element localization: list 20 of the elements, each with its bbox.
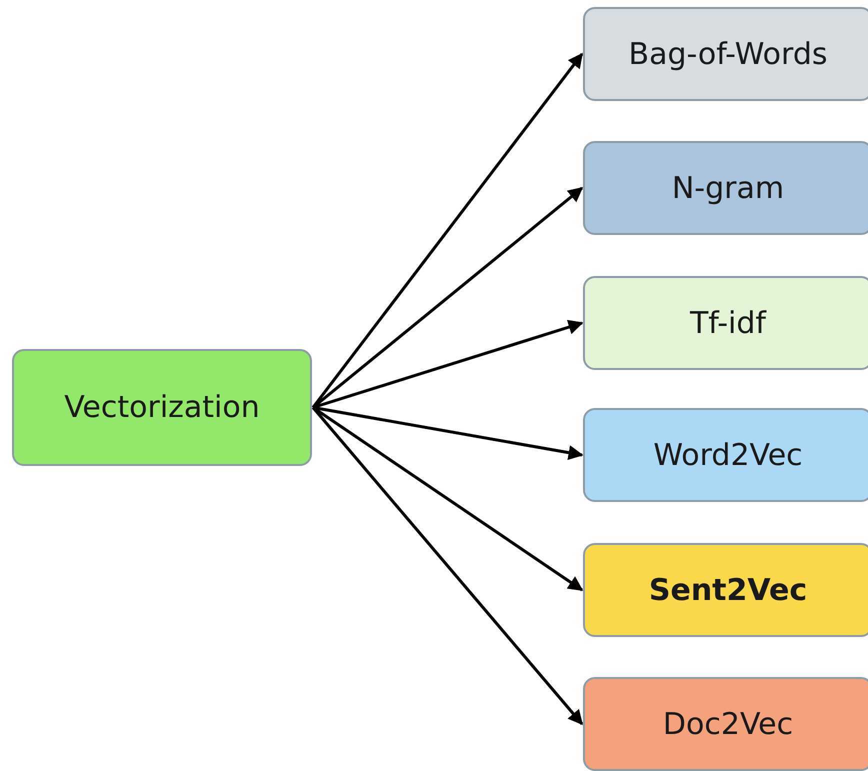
process-box [583,677,868,771]
node-label: N-gram [672,170,784,206]
node-label: Bag-of-Words [628,36,828,72]
arrow [312,406,584,460]
process-box [583,141,868,235]
process-box [583,543,868,637]
node-label: Word2Vec [653,438,803,472]
process-box [583,7,868,101]
node-label: Sent2Vec [648,572,808,608]
process-box [583,408,868,502]
node-label: Vectorization [64,390,260,425]
arrow [312,52,584,408]
arrow [312,186,584,409]
node-label: Tf-idf [690,306,766,340]
arrow [312,406,584,726]
arrow [312,320,584,409]
process-box [583,276,868,370]
arrow [312,406,584,592]
node-label: Doc2Vec [662,706,794,742]
process-box [12,349,312,466]
